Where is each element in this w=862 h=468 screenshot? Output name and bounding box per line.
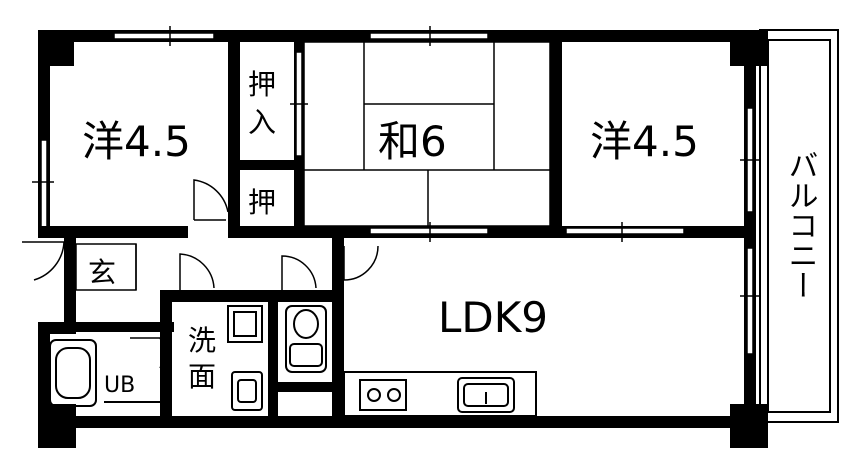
- closet-label-bottom: 入: [248, 106, 276, 139]
- room-label-western-right: 洋4.5: [590, 117, 699, 166]
- washroom-fixtures: [227, 305, 263, 411]
- entrance-step: [75, 243, 137, 291]
- windows: [40, 32, 754, 355]
- washroom-label-top: 洗: [188, 324, 216, 357]
- bathtub: [49, 339, 160, 407]
- room-label-ldk: LDK9: [438, 293, 548, 342]
- room-label-western-left: 洋4.5: [82, 117, 191, 166]
- tatami-mats: [303, 41, 551, 227]
- room-label-japanese: 和6: [378, 117, 447, 166]
- balcony-label: バルコニー: [783, 150, 818, 300]
- doors: [22, 179, 379, 369]
- kitchen-counter: [343, 371, 537, 417]
- small-closet-label: 押: [248, 186, 276, 219]
- outer-walls: [38, 30, 768, 448]
- washroom-label-bottom: 面: [188, 360, 216, 393]
- bath-label: UB: [104, 373, 135, 398]
- toilet: [285, 305, 327, 373]
- balcony: [759, 29, 839, 423]
- closet-label-top: 押: [248, 68, 276, 101]
- entrance-label: 玄: [88, 256, 116, 289]
